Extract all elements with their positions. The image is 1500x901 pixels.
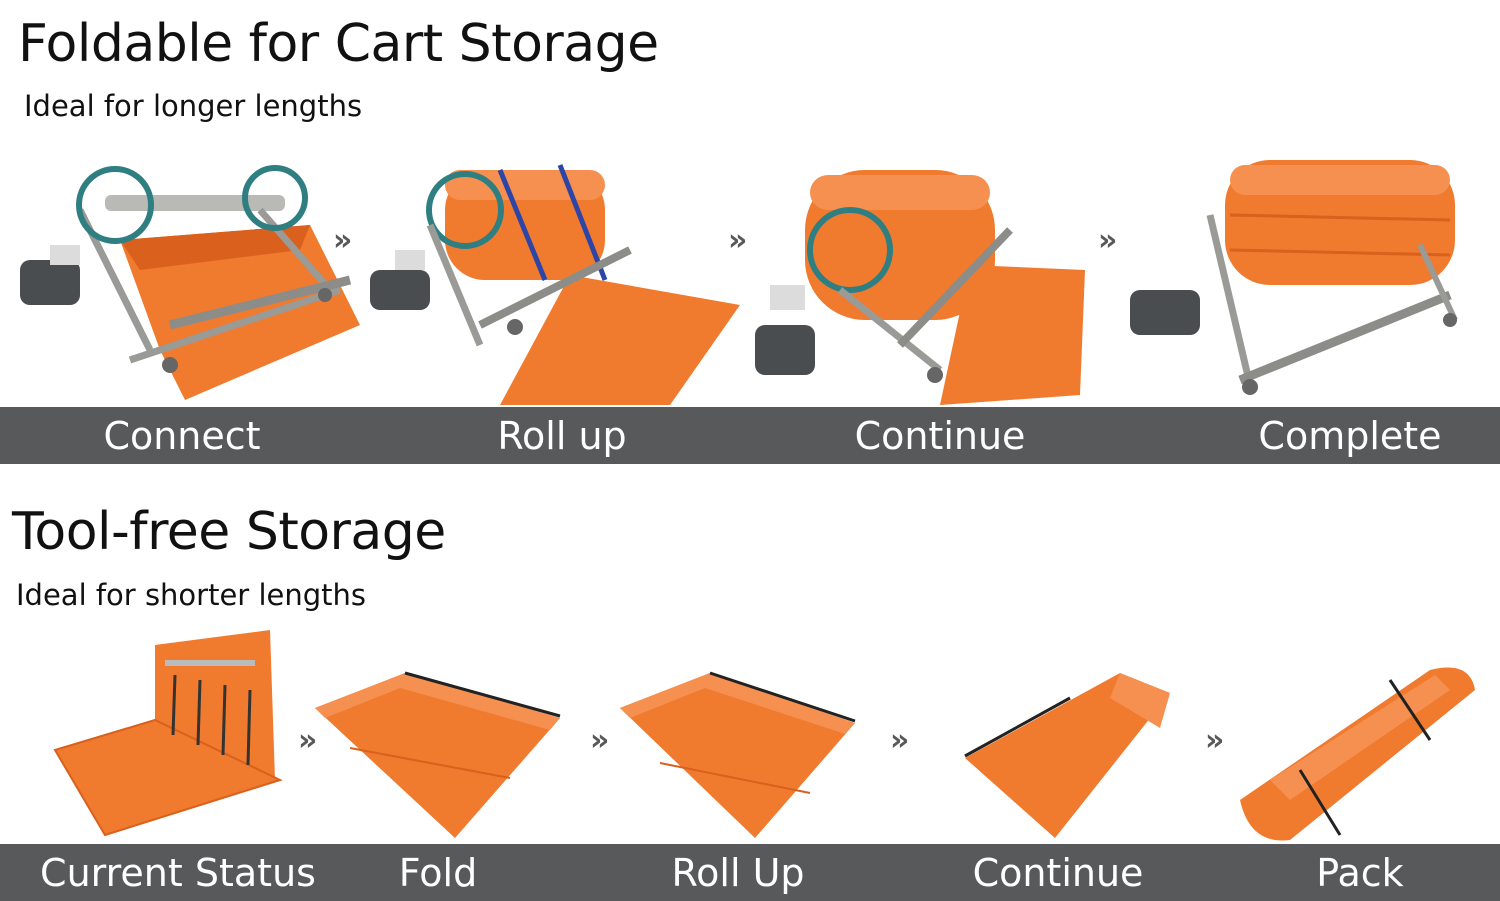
step-label-roll-up: Roll up bbox=[497, 413, 627, 458]
next-step-arrow-icon: » bbox=[1098, 223, 1118, 258]
step-label-current-status: Current Status bbox=[40, 850, 316, 895]
section-toolfree-title: Tool-free Storage bbox=[12, 502, 446, 562]
barrier-current-status-illustration bbox=[53, 630, 283, 837]
step-label-connect: Connect bbox=[103, 413, 261, 458]
step-label-fold: Fold bbox=[398, 850, 478, 895]
step-label-complete: Complete bbox=[1258, 413, 1442, 458]
barrier-continue-illustration bbox=[964, 673, 1170, 838]
next-step-arrow-icon: » bbox=[728, 223, 748, 258]
next-step-arrow-icon: » bbox=[1205, 723, 1225, 758]
step-label-continue: Continue bbox=[972, 850, 1144, 895]
section-cart-subtitle: Ideal for longer lengths bbox=[24, 89, 363, 123]
section-toolfree-subtitle: Ideal for shorter lengths bbox=[16, 578, 366, 612]
section-cart-title: Foldable for Cart Storage bbox=[18, 14, 659, 74]
cart-continue-illustration bbox=[755, 170, 1085, 405]
barrier-roll-up-illustration bbox=[620, 671, 856, 838]
cart-roll-up-illustration bbox=[370, 164, 740, 405]
step-label-roll-up: Roll Up bbox=[671, 850, 805, 895]
cart-connect-illustration bbox=[20, 165, 360, 400]
barrier-fold-illustration bbox=[315, 671, 561, 838]
step-label-pack: Pack bbox=[1316, 850, 1404, 895]
barrier-pack-illustration bbox=[1240, 667, 1475, 841]
cart-steps-bar: Connect Roll up Continue Complete bbox=[0, 407, 1500, 464]
toolfree-steps-bar: Current Status Fold Roll Up Continue Pac… bbox=[0, 844, 1500, 901]
next-step-arrow-icon: » bbox=[333, 223, 353, 258]
cart-complete-illustration bbox=[1130, 160, 1458, 395]
step-label-continue: Continue bbox=[854, 413, 1026, 458]
next-step-arrow-icon: » bbox=[890, 723, 910, 758]
next-step-arrow-icon: » bbox=[590, 723, 610, 758]
